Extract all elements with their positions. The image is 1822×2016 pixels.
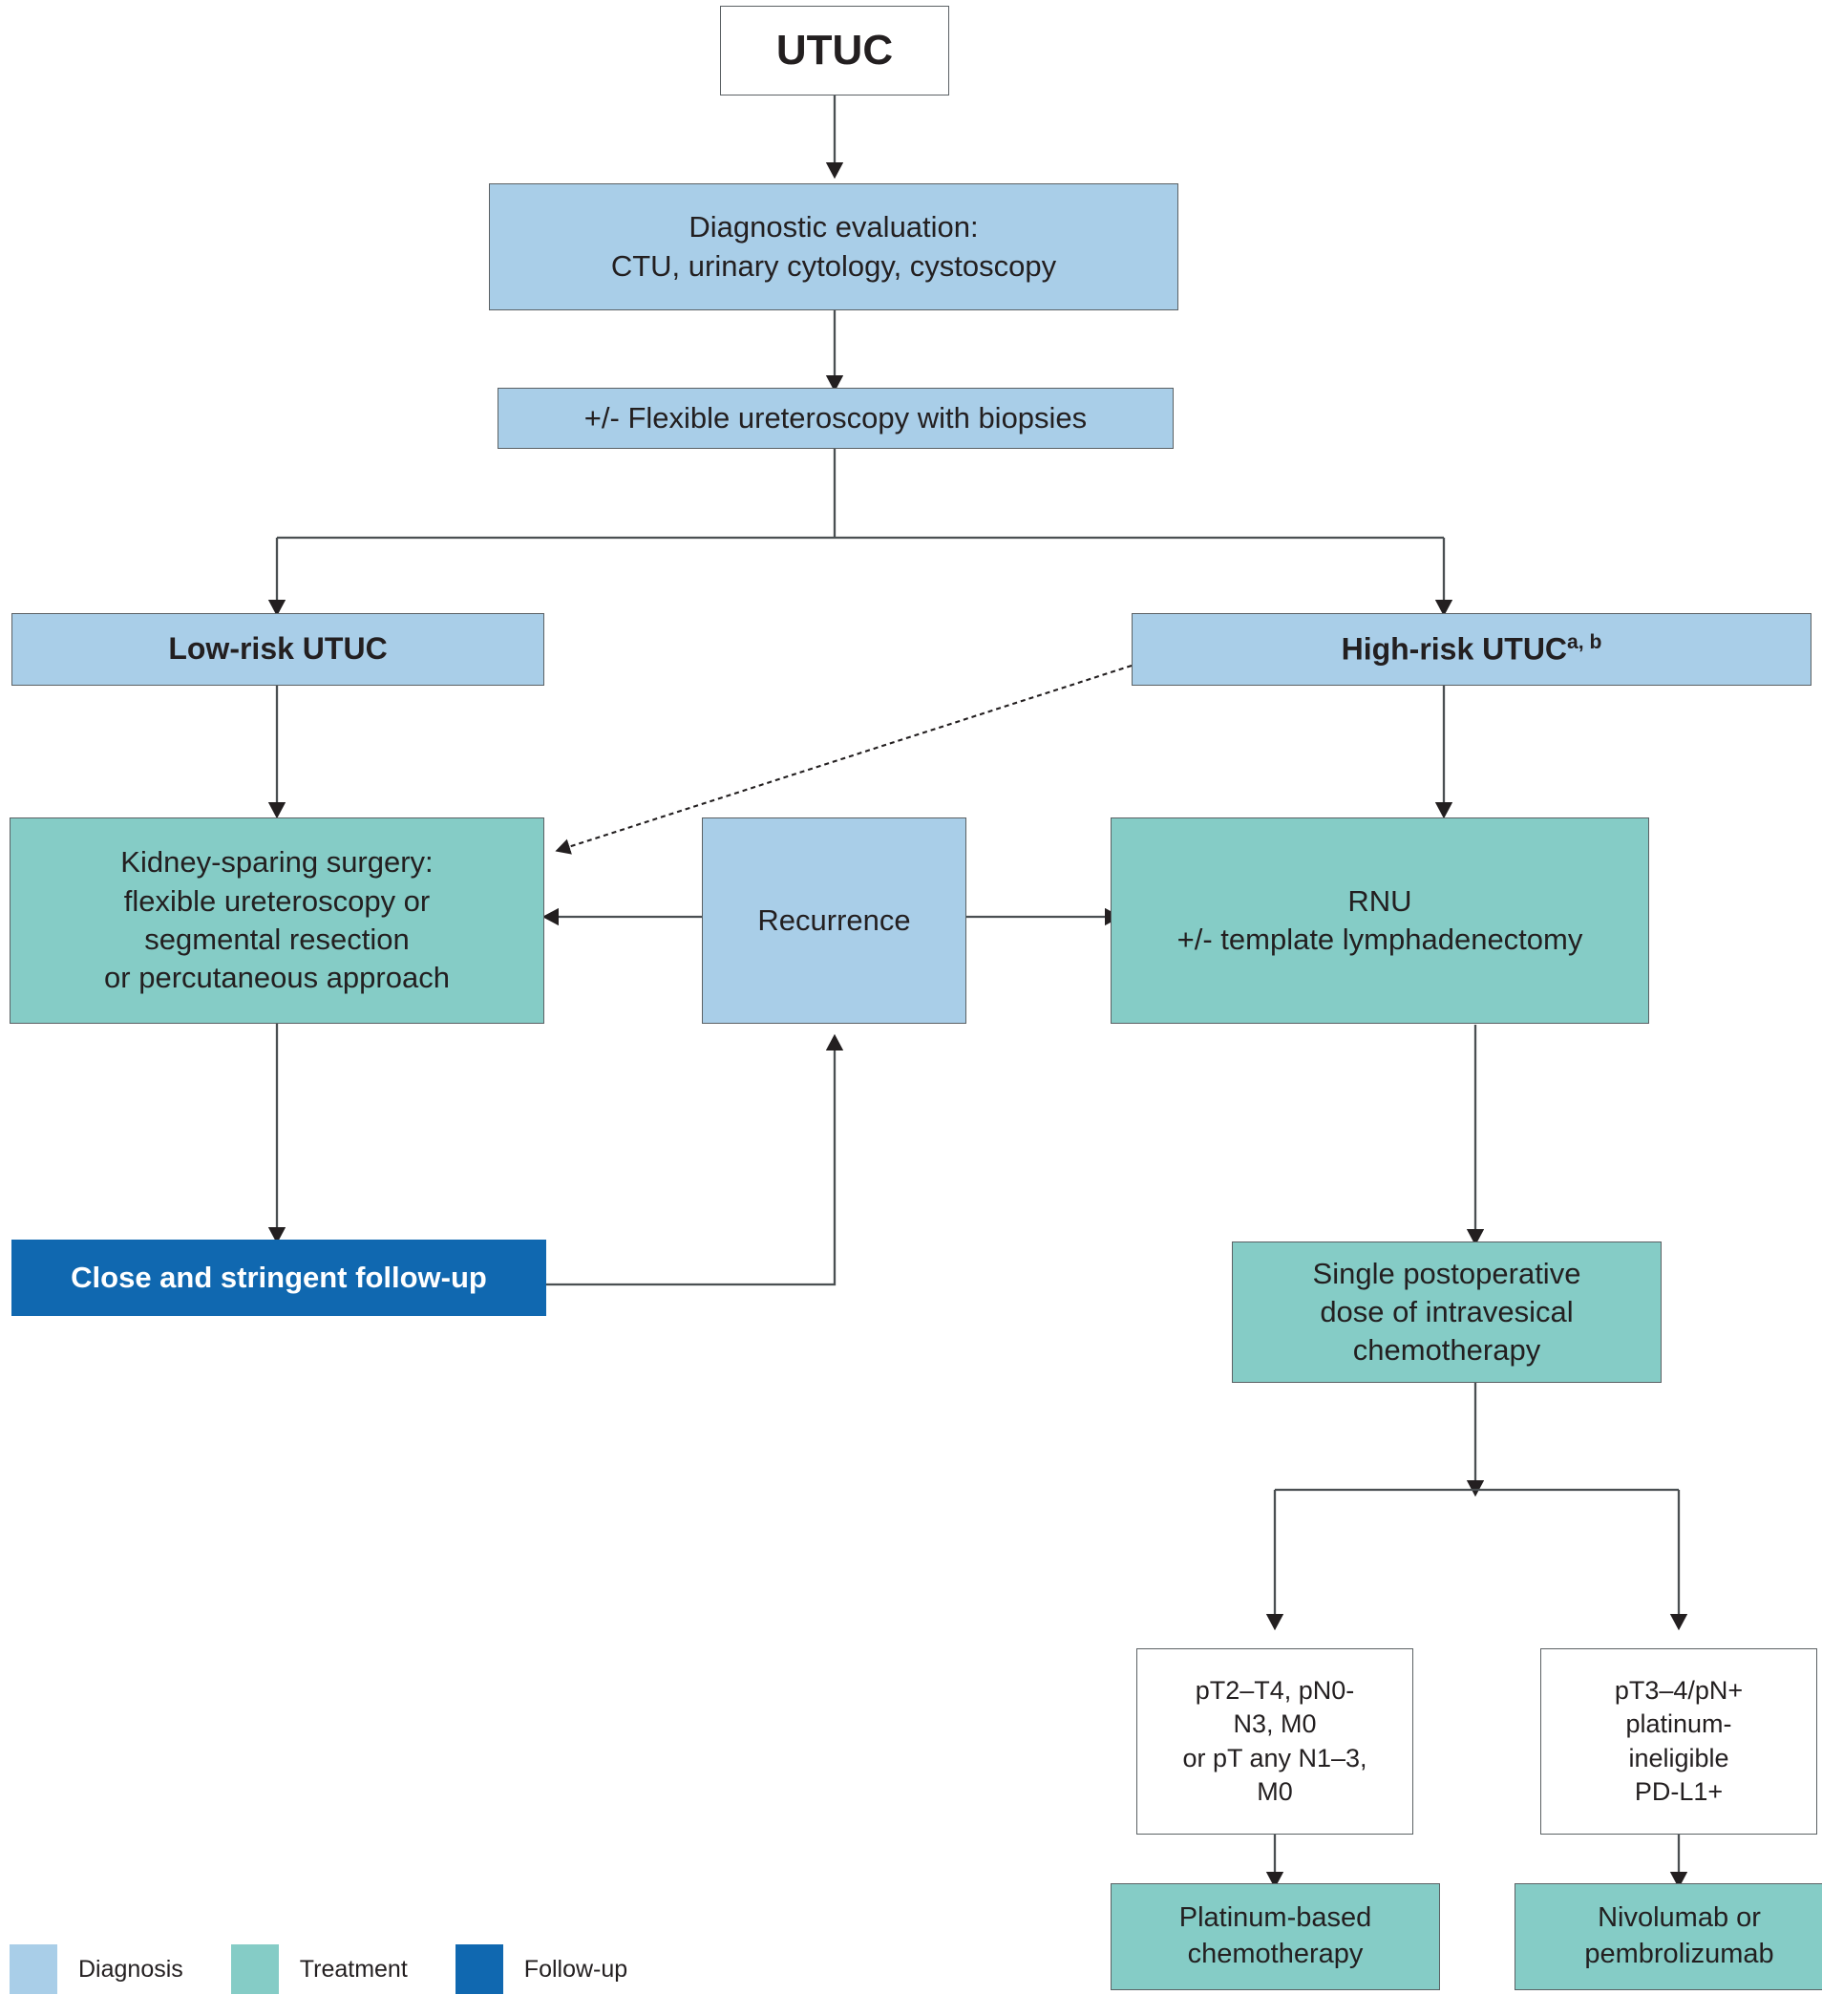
node-stage1-line1: pT2–T4, pN0- bbox=[1195, 1676, 1355, 1706]
node-close-stringent-followup[interactable]: Close and stringent follow-up bbox=[11, 1240, 546, 1316]
node-platinum-chemotherapy[interactable]: Platinum-based chemotherapy bbox=[1111, 1883, 1440, 1990]
node-rnu[interactable]: RNU +/- template lymphadenectomy bbox=[1111, 817, 1649, 1024]
node-followup-label: Close and stringent follow-up bbox=[71, 1260, 487, 1294]
node-stage-pt2-t4[interactable]: pT2–T4, pN0- N3, M0 or pT any N1–3, M0 bbox=[1136, 1648, 1413, 1835]
node-intravesical-line2: dose of intravesical bbox=[1320, 1294, 1574, 1328]
legend: Diagnosis Treatment Follow-up bbox=[10, 1944, 675, 1994]
node-kidney-sparing-line3: segmental resection bbox=[144, 923, 410, 956]
node-rnu-line1: RNU bbox=[1347, 883, 1412, 918]
node-immuno-line1: Nivolumab or bbox=[1598, 1902, 1761, 1934]
node-intravesical-chemotherapy[interactable]: Single postoperative dose of intravesica… bbox=[1232, 1241, 1662, 1383]
node-stage2-line2: platinum- bbox=[1625, 1709, 1732, 1739]
legend-swatch-followup bbox=[455, 1944, 503, 1994]
node-stage2-line1: pT3–4/pN+ bbox=[1614, 1676, 1744, 1706]
legend-swatch-diagnosis bbox=[10, 1944, 57, 1994]
node-low-risk-utuc[interactable]: Low-risk UTUC bbox=[11, 613, 544, 686]
node-kidney-sparing-surgery[interactable]: Kidney-sparing surgery: flexible uretero… bbox=[10, 817, 544, 1024]
node-stage2-line4: PD-L1+ bbox=[1634, 1776, 1724, 1806]
node-stage1-line4: M0 bbox=[1257, 1776, 1293, 1806]
edge-followup-to-recurrence bbox=[546, 1033, 844, 1286]
node-platinum-line2: chemotherapy bbox=[1187, 1939, 1364, 1969]
node-diagnostic-line2: CTU, urinary cytology, cystoscopy bbox=[610, 248, 1057, 283]
legend-item-diagnosis: Diagnosis bbox=[10, 1944, 231, 1994]
legend-label-treatment: Treatment bbox=[299, 1955, 408, 1983]
legend-item-treatment: Treatment bbox=[230, 1944, 456, 1994]
node-utuc[interactable]: UTUC bbox=[720, 6, 949, 95]
node-kidney-sparing-line4: or percutaneous approach bbox=[104, 961, 450, 995]
node-utuc-label: UTUC bbox=[775, 27, 894, 74]
node-intravesical-line1: Single postoperative bbox=[1312, 1256, 1581, 1290]
legend-label-followup: Follow-up bbox=[523, 1955, 628, 1983]
node-stage1-line3: or pT any N1–3, bbox=[1182, 1743, 1367, 1772]
node-high-risk-utuc[interactable]: High-risk UTUCa, b bbox=[1132, 613, 1811, 686]
node-stage1-line2: N3, M0 bbox=[1233, 1709, 1317, 1739]
node-immuno-line2: pembrolizumab bbox=[1584, 1939, 1774, 1969]
node-stage2-line3: ineligible bbox=[1628, 1743, 1729, 1772]
legend-swatch-treatment bbox=[230, 1944, 279, 1994]
legend-item-followup: Follow-up bbox=[455, 1944, 675, 1994]
node-kidney-sparing-line1: Kidney-sparing surgery: bbox=[120, 845, 434, 880]
node-diagnostic-line1: Diagnostic evaluation: bbox=[689, 210, 979, 244]
node-diagnostic-evaluation[interactable]: Diagnostic evaluation: CTU, urinary cyto… bbox=[489, 183, 1178, 310]
node-ureteroscopy-biopsies[interactable]: +/- Flexible ureteroscopy with biopsies bbox=[498, 388, 1174, 449]
node-recurrence[interactable]: Recurrence bbox=[702, 817, 966, 1024]
legend-label-diagnosis: Diagnosis bbox=[78, 1955, 183, 1983]
node-high-risk-superscript: a, b bbox=[1567, 630, 1602, 653]
node-stage-pt3-4[interactable]: pT3–4/pN+ platinum- ineligible PD-L1+ bbox=[1540, 1648, 1817, 1835]
node-rnu-line2: +/- template lymphadenectomy bbox=[1176, 923, 1583, 956]
node-immunotherapy[interactable]: Nivolumab or pembrolizumab bbox=[1515, 1883, 1822, 1990]
node-intravesical-line3: chemotherapy bbox=[1352, 1333, 1541, 1368]
node-platinum-line1: Platinum-based bbox=[1178, 1902, 1372, 1934]
node-ureteroscopy-label: +/- Flexible ureteroscopy with biopsies bbox=[583, 400, 1088, 435]
node-low-risk-label: Low-risk UTUC bbox=[168, 631, 388, 667]
node-high-risk-label: High-risk UTUC bbox=[1341, 631, 1568, 667]
node-kidney-sparing-line2: flexible ureteroscopy or bbox=[123, 883, 431, 918]
node-recurrence-label: Recurrence bbox=[757, 902, 911, 937]
